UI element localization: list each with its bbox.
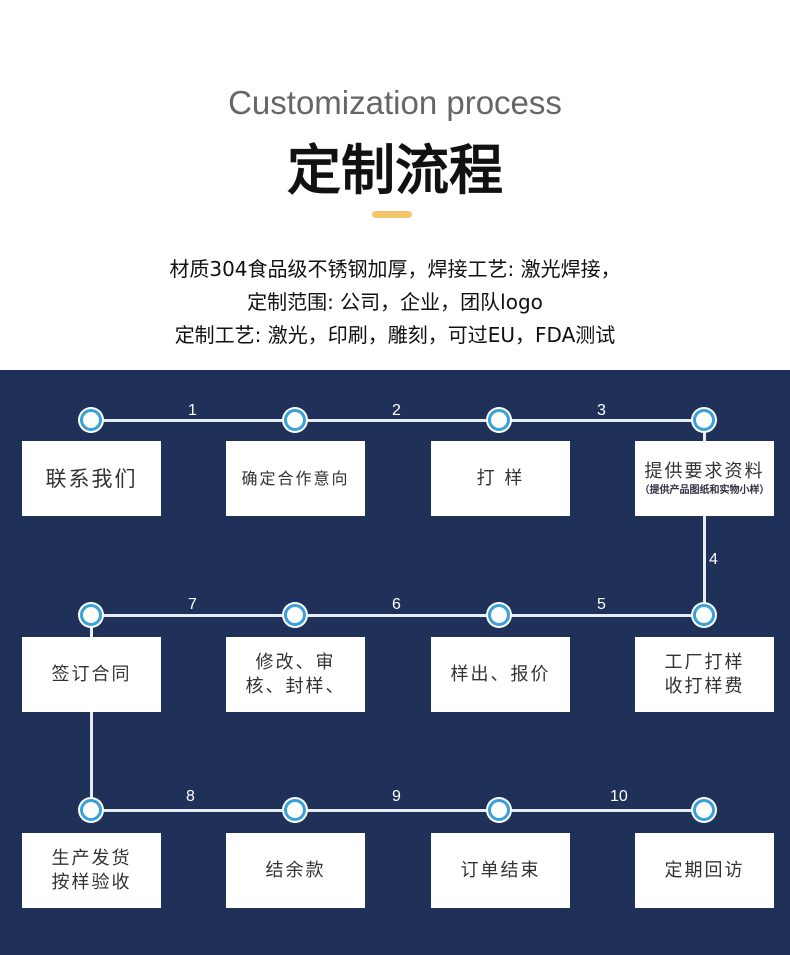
desc-line-2: 定制范围: 公司，企业，团队logo xyxy=(247,290,543,314)
step-box: 提供要求资料 （提供产品图纸和实物小样） xyxy=(635,441,774,516)
step-label: 确定合作意向 xyxy=(241,468,350,488)
step-label: 签订合同 xyxy=(51,663,132,685)
step-box: 结余款 xyxy=(226,833,365,908)
step-label: 生产发货按样验收 xyxy=(51,847,132,893)
accent-bar xyxy=(372,211,412,218)
step-number: 4 xyxy=(709,551,718,568)
step-node xyxy=(693,409,715,431)
step-label: 打 样 xyxy=(476,467,525,489)
step-node xyxy=(80,799,102,821)
step-sublabel: （提供产品图纸和实物小样） xyxy=(639,484,770,496)
step-node xyxy=(488,604,510,626)
step-number: 2 xyxy=(392,402,401,419)
title-cn: 定制流程 xyxy=(287,139,503,202)
step-node xyxy=(693,604,715,626)
step-node xyxy=(80,604,102,626)
step-box: 样出、报价 xyxy=(431,637,570,712)
step-label: 订单结束 xyxy=(460,859,541,881)
connector xyxy=(91,614,704,617)
step-number: 10 xyxy=(610,788,628,805)
step-box: 定期回访 xyxy=(635,833,774,908)
step-node xyxy=(284,799,306,821)
step-node xyxy=(488,409,510,431)
step-box: 打 样 xyxy=(431,441,570,516)
step-box: 联系我们 xyxy=(22,441,161,516)
connector xyxy=(91,809,704,812)
connector xyxy=(90,615,93,810)
step-box: 确定合作意向 xyxy=(226,441,365,516)
step-node xyxy=(693,799,715,821)
step-number: 9 xyxy=(392,788,401,805)
step-number: 3 xyxy=(597,402,606,419)
step-box: 生产发货按样验收 xyxy=(22,833,161,908)
step-box: 工厂打样收打样费 xyxy=(635,637,774,712)
step-box: 修改、审核、封样、 xyxy=(226,637,365,712)
step-number: 5 xyxy=(597,596,606,613)
step-label: 定期回访 xyxy=(664,859,745,881)
step-label: 修改、审核、封样、 xyxy=(245,651,346,697)
step-label: 提供要求资料 xyxy=(644,460,765,482)
connector xyxy=(91,419,704,422)
step-box: 订单结束 xyxy=(431,833,570,908)
step-node xyxy=(488,799,510,821)
desc-line-3: 定制工艺: 激光，印刷，雕刻，可过EU，FDA测试 xyxy=(174,323,616,347)
step-node xyxy=(80,409,102,431)
step-label: 工厂打样收打样费 xyxy=(664,651,745,697)
step-label: 联系我们 xyxy=(45,466,138,491)
desc-line-1: 材质304食品级不锈钢加厚，焊接工艺: 激光焊接， xyxy=(169,257,621,281)
step-number: 6 xyxy=(392,596,401,613)
title-en: Customization process xyxy=(228,84,562,121)
connector xyxy=(703,420,706,615)
step-node xyxy=(284,604,306,626)
step-label: 结余款 xyxy=(265,859,326,881)
step-label: 样出、报价 xyxy=(450,663,551,685)
step-number: 7 xyxy=(188,596,197,613)
step-box: 签订合同 xyxy=(22,637,161,712)
step-number: 8 xyxy=(186,788,195,805)
process-panel: 1 2 3 4 5 6 7 8 9 10 联系我们 确定合作意向 打 样 提供要… xyxy=(0,370,790,955)
step-node xyxy=(284,409,306,431)
step-number: 1 xyxy=(188,402,197,419)
